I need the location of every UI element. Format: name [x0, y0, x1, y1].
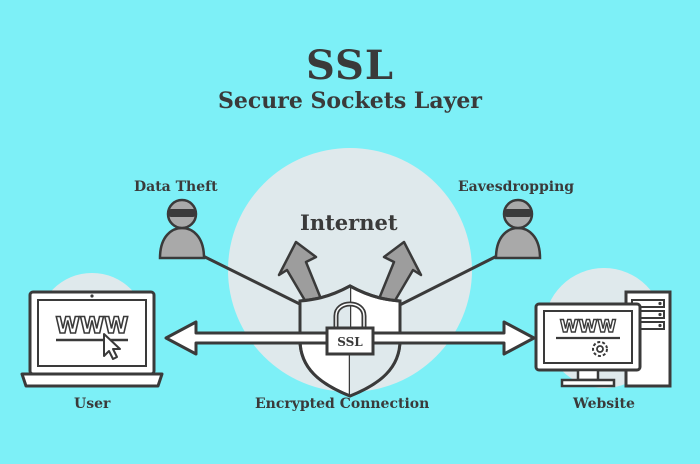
data-theft-label: Data Theft	[134, 179, 218, 195]
internet-circle	[228, 148, 472, 392]
cursor-icon	[103, 333, 121, 360]
padlock-icon: SSL	[325, 301, 375, 356]
user-label: User	[74, 396, 111, 412]
gear-icon	[592, 341, 608, 357]
desktop-icon: WWW	[534, 302, 642, 388]
page-subtitle: Secure Sockets Layer	[217, 88, 483, 114]
www-user-label: WWW	[56, 314, 129, 339]
eavesdropping-label: Eavesdropping	[458, 179, 575, 195]
website-label: Website	[573, 396, 635, 412]
internet-label: Internet	[300, 210, 398, 235]
ssl-badge-label: SSL	[337, 335, 363, 349]
www-site-label: WWW	[560, 317, 617, 337]
encrypted-connection-label: Encrypted Connection	[255, 396, 430, 412]
laptop-icon: WWW	[20, 290, 164, 388]
hacker-icon	[158, 198, 206, 260]
page-title: SSL	[305, 42, 395, 89]
hacker-icon	[494, 198, 542, 260]
